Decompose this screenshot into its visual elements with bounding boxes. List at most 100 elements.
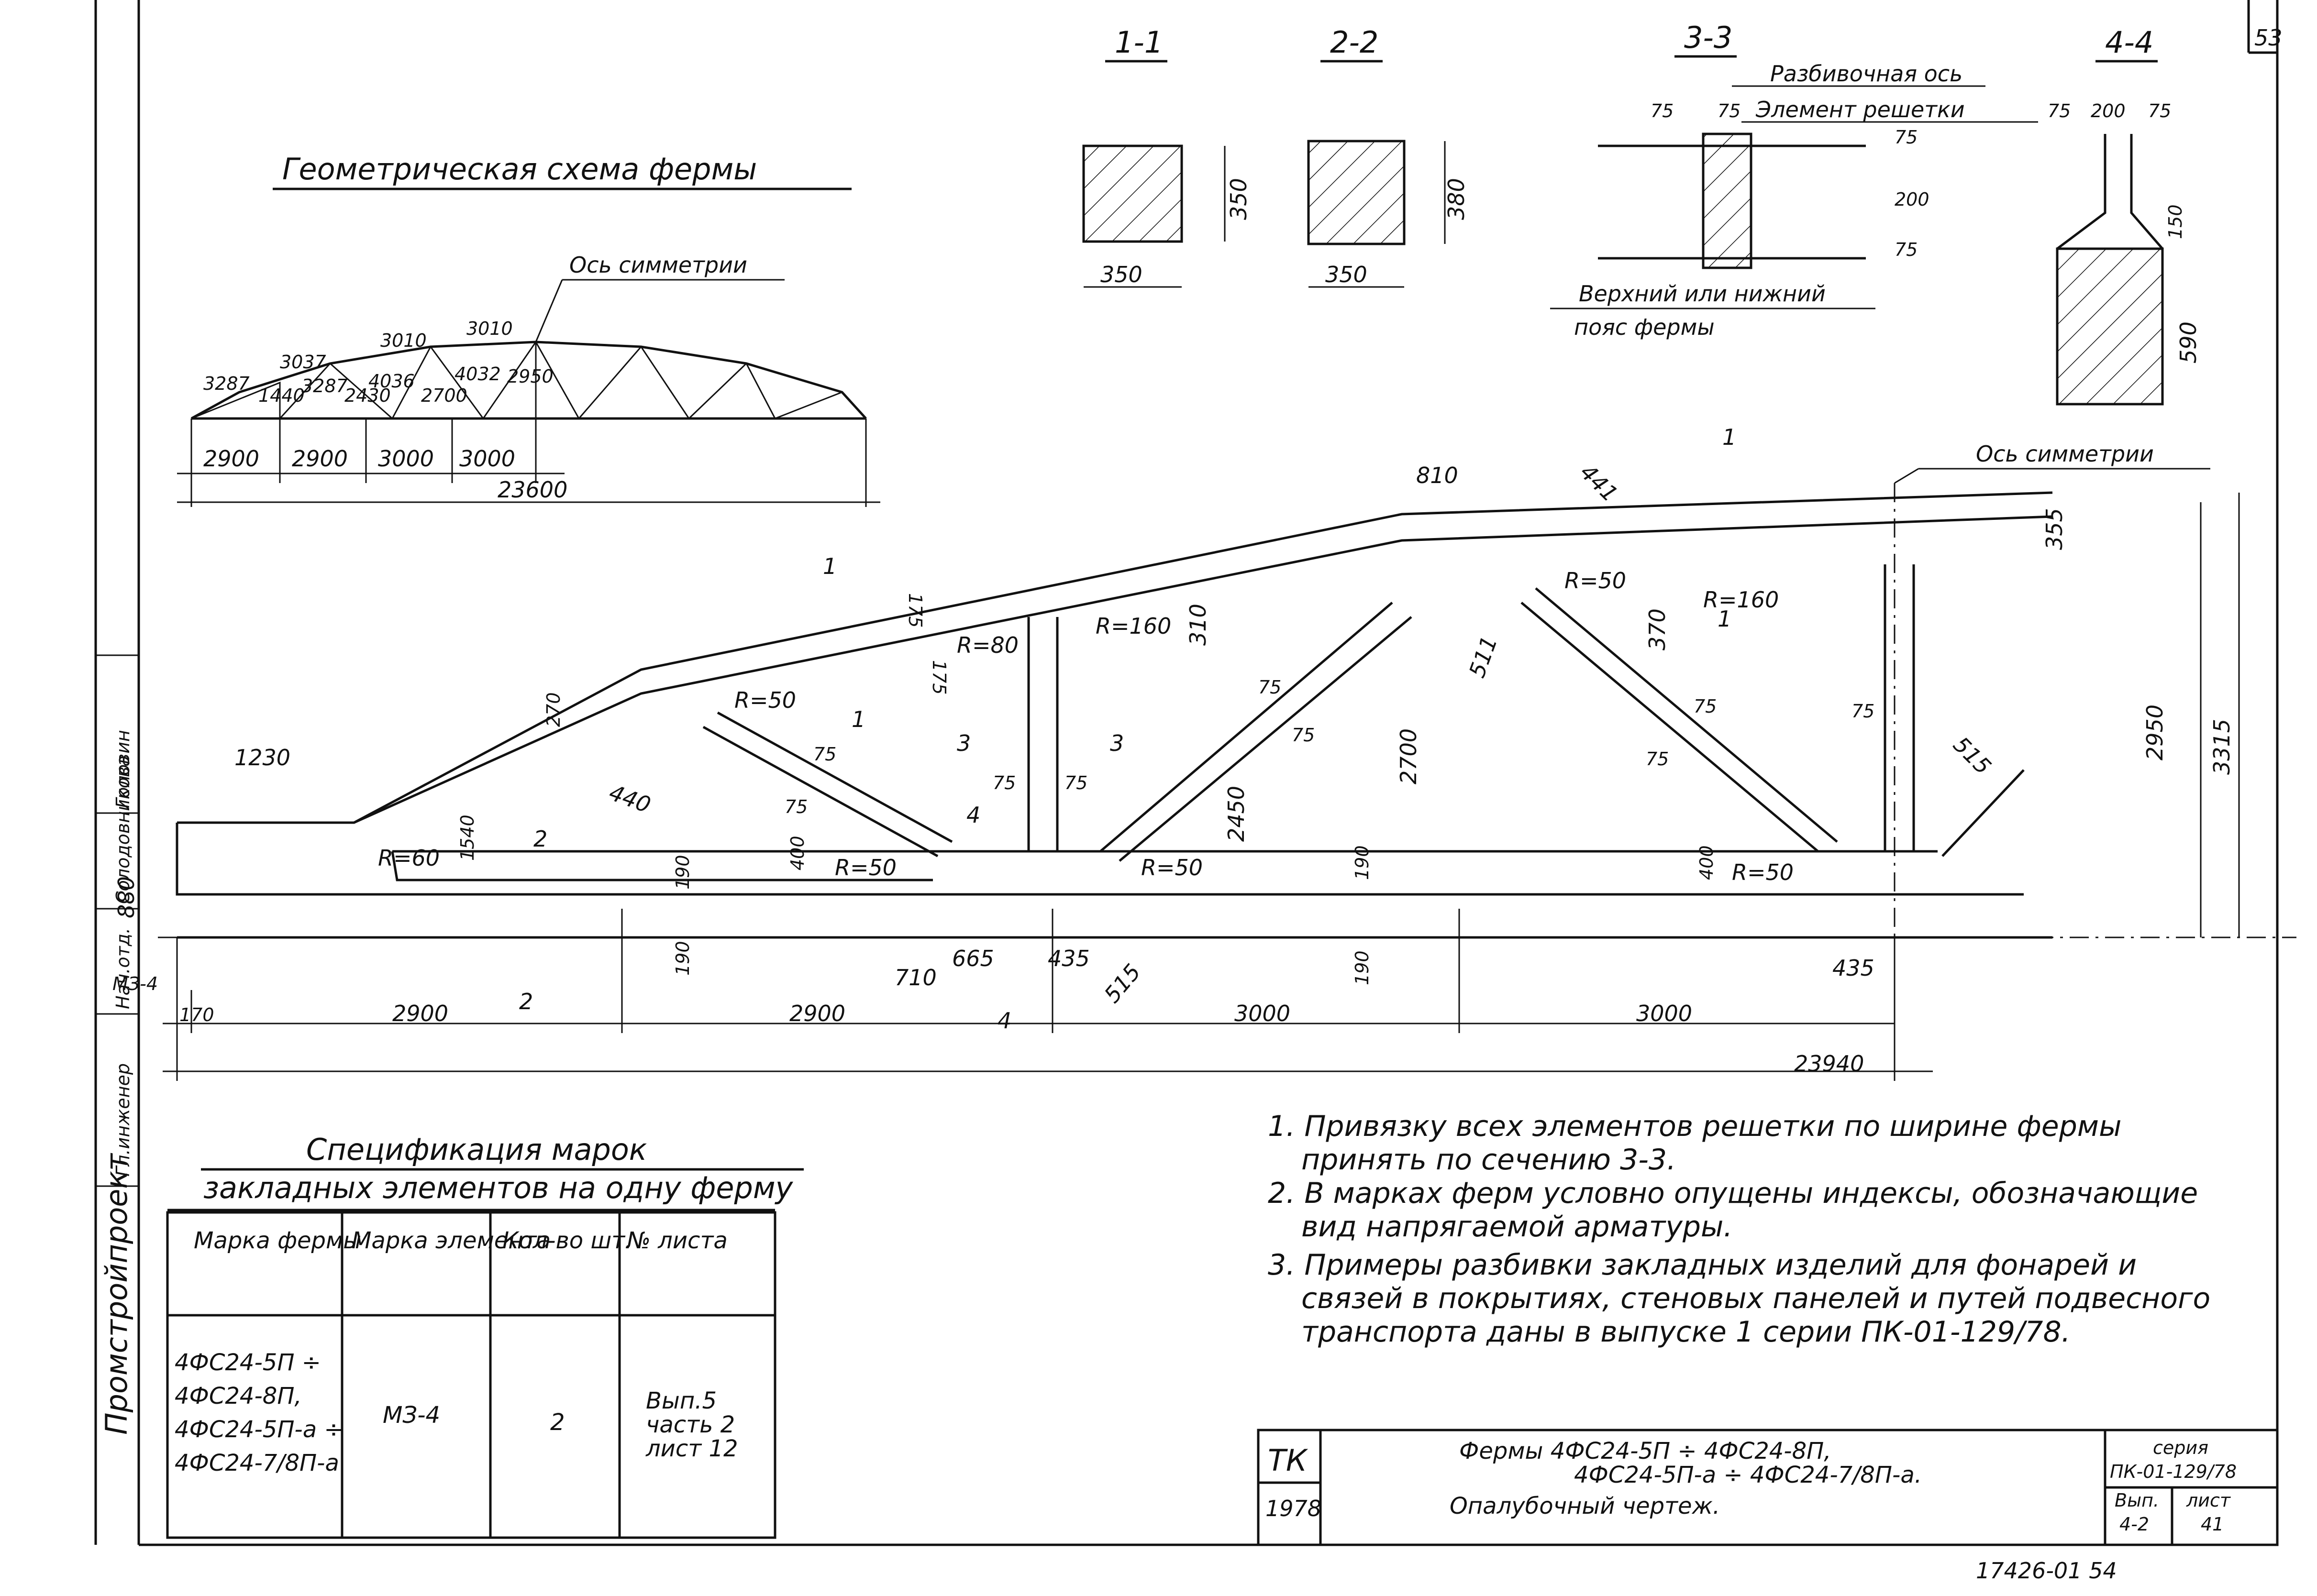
dim-r80: R=80 xyxy=(957,632,1019,658)
tb-title-2: 4ФС24-5П-а ÷ 4ФС24-7/8П-а. xyxy=(1574,1462,1922,1488)
dim-75i: 75 xyxy=(1851,701,1874,722)
geometry-symmetry-axis: Ось симметрии xyxy=(569,252,747,278)
cut-4b: 4 xyxy=(998,1008,1011,1034)
dim-r50e: R=50 xyxy=(1732,859,1794,885)
dim-400b: 400 xyxy=(1696,845,1717,880)
note-2b: вид напрягаемой арматуры. xyxy=(1301,1210,1732,1244)
cut-3a: 3 xyxy=(957,730,971,756)
spec-title-1: Спецификация марок xyxy=(306,1132,647,1167)
s33-chord-note-2: пояс фермы xyxy=(1574,314,1715,340)
section-3-3-lattice: Элемент решетки xyxy=(1755,97,1965,122)
cut-2b: 2 xyxy=(519,989,533,1014)
dim-2950: 2950 xyxy=(2142,704,2168,760)
panel-1: 2900 xyxy=(392,1001,448,1026)
spec-truss-mark-1: 4ФС24-5П ÷ xyxy=(175,1349,321,1376)
note-3b: связей в покрытиях, стеновых панелей и п… xyxy=(1301,1282,2210,1315)
geo-diag-3: 4032 xyxy=(455,363,501,385)
dim-665: 665 xyxy=(952,946,994,971)
geo-vert-4: 2950 xyxy=(507,366,554,387)
dim-435a: 435 xyxy=(1048,946,1090,971)
section-3-3-axis: Разбивочная ось xyxy=(1770,61,1962,87)
bottom-code: 17426-01 54 xyxy=(1976,1558,2117,1584)
geometry-scheme: Геометрическая схема фермы Ось симметрии… xyxy=(177,152,880,507)
section-1-1-height: 350 xyxy=(1226,178,1252,220)
s33-dim-3: 75 xyxy=(1895,127,1918,148)
role-head-dept: Нач.отд. xyxy=(112,928,133,1009)
tb-title-1: Фермы 4ФС24-5П ÷ 4ФС24-8П, xyxy=(1459,1438,1831,1464)
geo-diag-2: 4036 xyxy=(368,371,415,392)
panel-2: 2900 xyxy=(789,1001,845,1026)
mark-mz4-main: МЗ-4 xyxy=(112,973,158,994)
dim-515a: 515 xyxy=(1099,959,1146,1008)
spec-sheet-ref-2: часть 2 xyxy=(646,1411,735,1438)
dim-435b: 435 xyxy=(1832,955,1874,981)
s44-dim-5: 590 xyxy=(2175,321,2201,363)
cut-1c: 1 xyxy=(852,706,865,732)
dim-190d: 190 xyxy=(1352,950,1373,985)
dim-270: 270 xyxy=(543,692,564,727)
section-2-2-height: 380 xyxy=(1443,178,1469,220)
dim-710: 710 xyxy=(895,965,937,991)
geometry-scheme-title: Геометрическая схема фермы xyxy=(282,152,757,187)
main-symmetry-axis: Ось симметрии xyxy=(1976,441,2154,467)
dim-400a: 400 xyxy=(787,836,808,870)
cut-1b: 1 xyxy=(823,553,837,579)
main-truss: Ось симметрии 810 441 355 175 175 R=160 … xyxy=(112,424,2296,1081)
note-3c: транспорта даны в выпуске 1 серии ПК-01-… xyxy=(1301,1315,2071,1349)
dim-75e: 75 xyxy=(1258,677,1281,698)
section-2-2-width: 350 xyxy=(1325,262,1367,287)
dim-1230: 1230 xyxy=(234,745,290,770)
dim-2450: 2450 xyxy=(1223,786,1249,842)
s33-dim-5: 75 xyxy=(1895,239,1918,260)
spec-sheet-ref-3: лист 12 xyxy=(645,1435,738,1462)
dim-r50d: R=50 xyxy=(1141,855,1203,881)
spec-title-2: закладных элементов на одну ферму xyxy=(203,1170,794,1205)
panel-3: 3000 xyxy=(1234,1001,1290,1026)
section-4-4-label: 4-4 xyxy=(2105,25,2153,60)
dim-75a: 75 xyxy=(813,744,836,765)
dim-75d: 75 xyxy=(1064,772,1087,793)
org-name-vertical: Промстройпроект xyxy=(99,1153,134,1435)
geo-vert-2: 2430 xyxy=(344,385,391,406)
dim-810: 810 xyxy=(1416,462,1458,488)
tb-org: ТК xyxy=(1268,1443,1308,1478)
geo-panel-1: 2900 xyxy=(203,446,259,472)
dim-total: 23940 xyxy=(1794,1051,1864,1077)
geo-chord-4: 3010 xyxy=(466,318,513,339)
spec-truss-mark-4: 4ФС24-7/8П-а xyxy=(175,1450,339,1476)
dim-511: 511 xyxy=(1464,633,1503,681)
cut-1d: 1 xyxy=(1718,606,1731,632)
dim-75b: 75 xyxy=(785,796,808,817)
specification: Спецификация марок закладных элементов н… xyxy=(166,1132,804,1539)
note-3a: 3. Примеры разбивки закладных изделий дл… xyxy=(1268,1248,2137,1282)
s44-dim-4: 150 xyxy=(2165,204,2186,239)
tb-sheet-value: 41 xyxy=(2201,1514,2224,1535)
tb-issue-value: 4-2 xyxy=(2119,1514,2149,1535)
dim-75f: 75 xyxy=(1292,725,1315,746)
spec-element-mark: МЗ-4 xyxy=(383,1402,440,1429)
s33-chord-note-1: Верхний или нижний xyxy=(1579,281,1826,307)
dim-r60: R=60 xyxy=(378,845,440,871)
tb-issue-label: Вып. xyxy=(2115,1490,2159,1511)
dim-190a: 190 xyxy=(672,855,693,890)
spec-quantity: 2 xyxy=(550,1409,565,1436)
s33-dim-1: 75 xyxy=(1651,100,1674,121)
dim-r50c: R=50 xyxy=(835,855,897,881)
sheet-number-corner: 53 xyxy=(2254,25,2283,51)
role-chief-engineer: Гл.инженер xyxy=(112,1063,133,1177)
dim-190c: 190 xyxy=(1352,845,1373,880)
geo-vert-1: 1440 xyxy=(258,385,305,406)
section-3-3: 3-3 Разбивочная ось Элемент решетки 75 7… xyxy=(1550,20,2038,340)
spec-sheet-ref-1: Вып.5 xyxy=(646,1387,717,1414)
s44-dim-3: 75 xyxy=(2148,100,2171,121)
dim-370: 370 xyxy=(1644,608,1670,650)
tb-series-value: ПК-01-129/78 xyxy=(2110,1461,2237,1482)
section-1-1-label: 1-1 xyxy=(1115,25,1163,60)
spec-truss-mark-2: 4ФС24-8П, xyxy=(175,1383,302,1409)
spec-header-element: Марка элемента xyxy=(352,1227,551,1254)
dim-75g: 75 xyxy=(1694,696,1717,717)
dim-190b: 190 xyxy=(672,941,693,976)
section-4-4: 4-4 75 200 75 150 590 xyxy=(2048,25,2201,406)
geo-diag-1: 3287 xyxy=(301,375,348,396)
